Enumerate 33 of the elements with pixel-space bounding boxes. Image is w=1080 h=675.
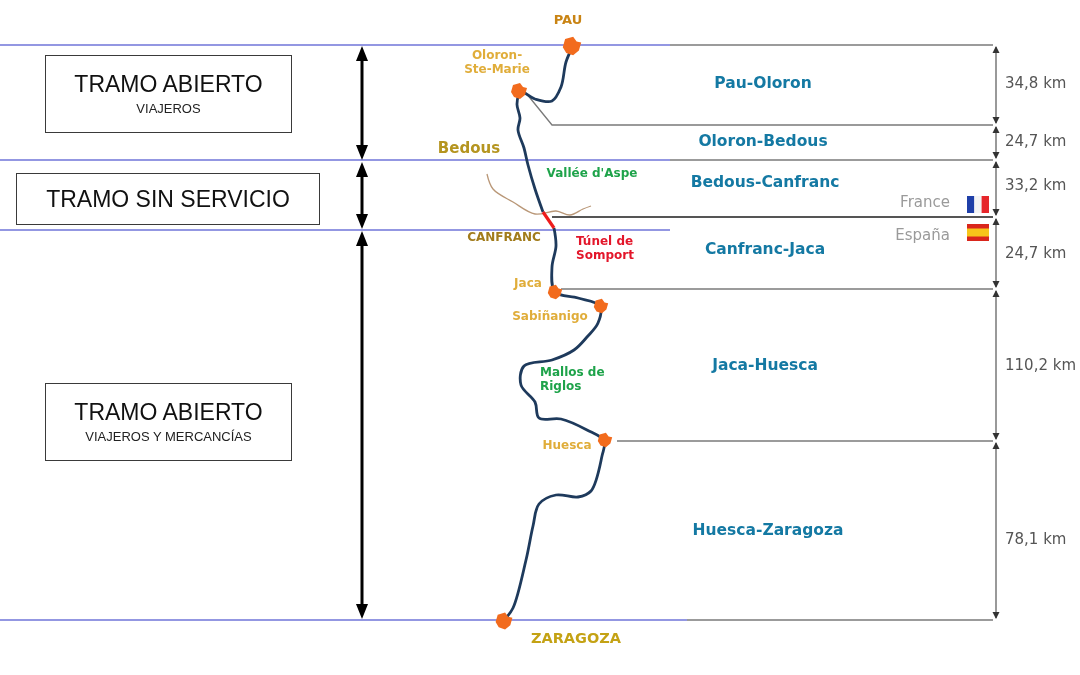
box-heading: TRAMO ABIERTO xyxy=(74,71,263,98)
city-label: Oloron-Ste-Marie xyxy=(463,49,531,77)
city-label: PAU xyxy=(553,12,583,28)
distance-label: 78,1 km xyxy=(1005,531,1067,549)
city-label: Bedous xyxy=(437,140,501,158)
section-box xyxy=(45,383,292,461)
distance-label: 24,7 km xyxy=(1005,133,1067,151)
segment-label: Oloron-Bedous xyxy=(698,133,828,151)
segment-label: Canfranc-Jaca xyxy=(704,241,826,259)
segment-label: Bedous-Canfranc xyxy=(690,174,840,192)
country-label: España xyxy=(895,227,950,245)
distance-label: 33,2 km xyxy=(1005,177,1067,195)
city-label: Sabiñanigo xyxy=(512,310,588,324)
place-label: Vallée d'Aspe xyxy=(546,167,638,181)
city-label: CANFRANC xyxy=(467,231,541,245)
segment-label: Jaca-Huesca xyxy=(712,357,818,375)
box-subheading: VIAJEROS Y MERCANCÍAS xyxy=(85,428,252,445)
country-label: France xyxy=(900,194,950,212)
section-box xyxy=(45,55,292,133)
tunnel-label: Túnel de Somport xyxy=(576,235,635,263)
distance-label: 110,2 km xyxy=(1005,357,1076,375)
box-heading: TRAMO ABIERTO xyxy=(74,399,263,426)
city-label: Jaca xyxy=(514,277,542,291)
box-subheading: VIAJEROS xyxy=(136,100,201,117)
place-label: Mallos de Riglos xyxy=(540,366,606,394)
section-box xyxy=(16,173,320,225)
box-heading: TRAMO SIN SERVICIO xyxy=(46,185,290,213)
city-label: Huesca xyxy=(542,439,592,453)
segment-label: Pau-Oloron xyxy=(714,75,812,93)
segment-label: Huesca-Zaragoza xyxy=(692,522,844,540)
city-label: ZARAGOZA xyxy=(530,629,622,647)
distance-label: 24,7 km xyxy=(1005,245,1067,263)
distance-label: 34,8 km xyxy=(1005,75,1067,93)
